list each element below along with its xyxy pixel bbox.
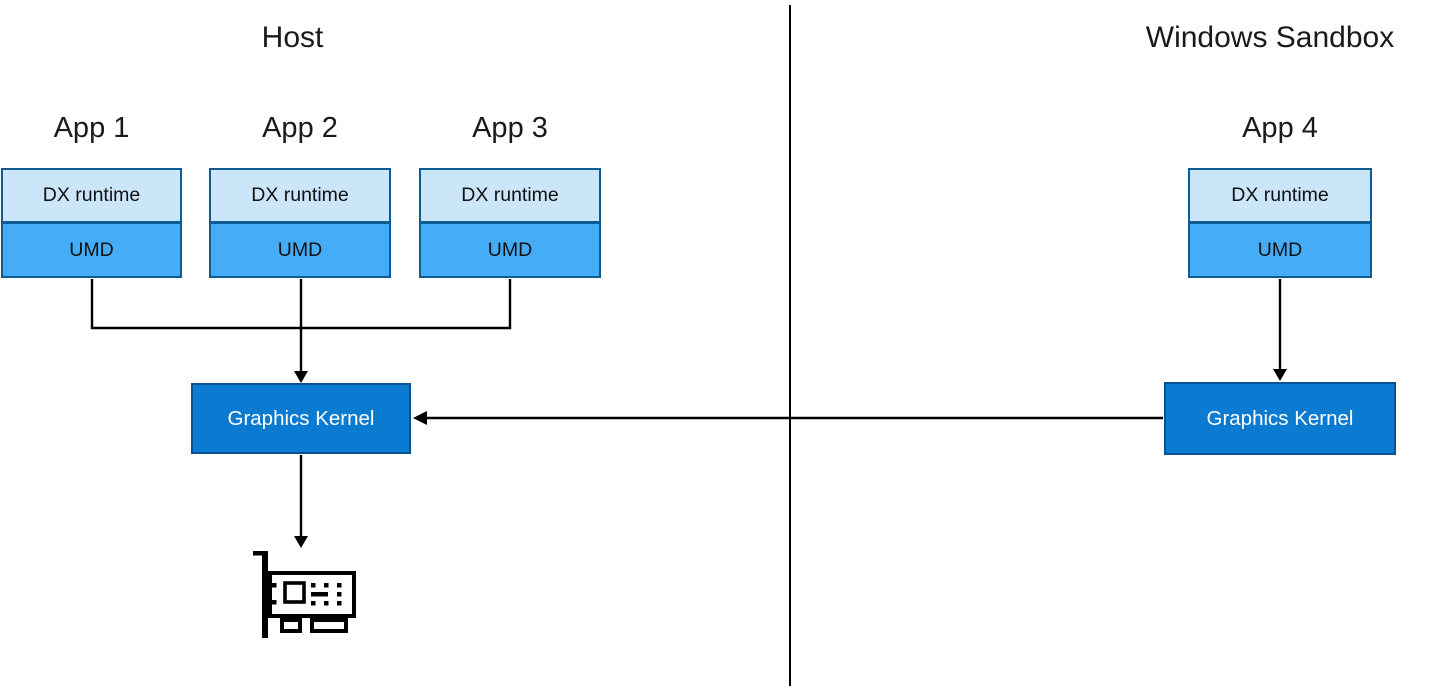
- app2-umd-box: UMD: [211, 224, 389, 276]
- host-sandbox-divider: [789, 5, 792, 686]
- left-arrowhead-icon: [413, 411, 427, 425]
- down-arrowhead-icon: [1273, 369, 1287, 381]
- app1-umd-box: UMD: [3, 224, 180, 276]
- down-arrowhead-icon: [294, 371, 308, 383]
- host-graphics-kernel-box: Graphics Kernel: [191, 383, 411, 454]
- app2-label: App 2: [262, 112, 338, 144]
- host-title: Host: [261, 21, 324, 54]
- app1-dx-runtime-box: DX runtime: [3, 170, 180, 224]
- app2-stack: DX runtime UMD: [209, 168, 391, 278]
- app3-label: App 3: [472, 112, 548, 144]
- gpu-card-icon: [253, 551, 356, 638]
- app4-label: App 4: [1242, 112, 1318, 144]
- app4-umd-box: UMD: [1190, 224, 1370, 276]
- sandbox-graphics-kernel-box: Graphics Kernel: [1164, 382, 1396, 455]
- app4-stack: DX runtime UMD: [1188, 168, 1372, 278]
- app3-umd-box: UMD: [421, 224, 599, 276]
- down-arrowhead-icon: [294, 536, 308, 548]
- app1-stack: DX runtime UMD: [1, 168, 182, 278]
- app3-stack: DX runtime UMD: [419, 168, 601, 278]
- app4-dx-runtime-box: DX runtime: [1190, 170, 1370, 224]
- app1-label: App 1: [53, 112, 130, 144]
- app3-dx-runtime-box: DX runtime: [421, 170, 599, 224]
- sandbox-title: Windows Sandbox: [1145, 21, 1395, 54]
- app2-dx-runtime-box: DX runtime: [211, 170, 389, 224]
